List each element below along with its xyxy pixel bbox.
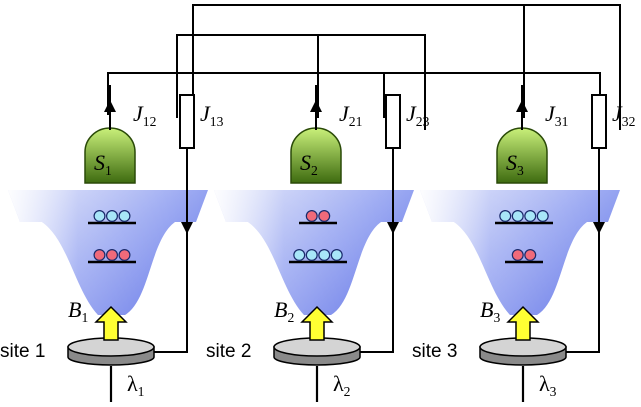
coupling-label-right-main: J xyxy=(406,101,417,126)
particle-red xyxy=(118,249,131,262)
lambda-label: λ3 xyxy=(539,371,557,399)
particle-cyan xyxy=(93,210,106,223)
coupling-label-left-main: J xyxy=(545,101,556,126)
field-label-main: B xyxy=(480,297,493,322)
coupling-label-left: J12 xyxy=(133,101,157,129)
particle-red xyxy=(511,249,524,262)
feedback-arrow-icon xyxy=(593,222,605,234)
particle-cyan xyxy=(318,249,331,262)
coupling-label-left-sub: 12 xyxy=(143,114,157,129)
particle-cyan xyxy=(330,249,343,262)
sensor-label-main: S xyxy=(506,150,517,175)
field-label-sub: 3 xyxy=(493,310,500,325)
field-arrow xyxy=(506,305,540,341)
particle-cyan xyxy=(305,249,318,262)
particle-cyan xyxy=(536,210,549,223)
coupling-wires xyxy=(107,4,621,133)
particle-red xyxy=(105,249,118,262)
coupling-label-left-sub: 31 xyxy=(555,114,569,129)
sensor-gate xyxy=(84,127,136,184)
particle-red xyxy=(305,210,318,223)
particle-red xyxy=(318,210,331,223)
gate-output-arrow-icon xyxy=(104,100,116,112)
coupling-label-right-main: J xyxy=(612,101,623,126)
feedback-wire xyxy=(566,148,600,353)
sensor-label-main: S xyxy=(94,150,105,175)
lambda-label: λ1 xyxy=(127,371,144,399)
particle-cyan xyxy=(118,210,131,223)
lower-level xyxy=(289,249,347,264)
sensor-label: S3 xyxy=(506,150,524,178)
sensor-label-main: S xyxy=(300,150,311,175)
particle-cyan xyxy=(499,210,512,223)
coupling-box xyxy=(591,94,607,149)
particle-cyan xyxy=(511,210,524,223)
sensor-label-sub: 2 xyxy=(311,163,318,178)
site-label: site 3 xyxy=(412,341,457,362)
sensor-gate xyxy=(290,127,342,184)
sensor-label-sub: 3 xyxy=(517,163,524,178)
sensor-label-sub: 1 xyxy=(105,163,112,178)
coupling-label-right-sub: 23 xyxy=(416,114,430,129)
gate-output-arrow-icon xyxy=(310,100,322,112)
coupling-label-left-main: J xyxy=(339,101,350,126)
lambda-label-sub: 3 xyxy=(550,384,557,399)
upper-level xyxy=(88,210,136,225)
lower-level xyxy=(88,249,136,264)
lambda-label: λ2 xyxy=(333,371,351,399)
wire-bus-middle xyxy=(176,34,426,130)
upper-level xyxy=(299,210,337,225)
upper-level xyxy=(495,210,553,225)
field-label-sub: 2 xyxy=(287,310,294,325)
coupling-label-right: J13 xyxy=(200,101,224,129)
site-label: site 1 xyxy=(0,341,45,362)
coupling-label-right-sub: 13 xyxy=(210,114,224,129)
feedback-arrow-icon xyxy=(387,222,399,234)
lambda-label-main: λ xyxy=(539,371,550,396)
lower-level xyxy=(505,249,543,264)
coupling-label-right-sub: 32 xyxy=(622,114,636,129)
particle-red xyxy=(93,249,106,262)
particle-red xyxy=(524,249,537,262)
coupling-label-right: J23 xyxy=(406,101,430,129)
coupling-box xyxy=(179,94,195,149)
site-label: site 2 xyxy=(206,341,251,362)
sensor-label: S2 xyxy=(300,150,318,178)
lambda-label-main: λ xyxy=(333,371,344,396)
particle-cyan xyxy=(293,249,306,262)
lambda-label-sub: 2 xyxy=(344,384,351,399)
field-label: B3 xyxy=(480,297,500,325)
lambda-label-sub: 1 xyxy=(138,384,145,399)
particle-cyan xyxy=(524,210,537,223)
coupling-label-left-sub: 21 xyxy=(349,114,363,129)
feedback-wire xyxy=(360,148,394,353)
field-label: B1 xyxy=(68,297,88,325)
field-label: B2 xyxy=(274,297,294,325)
field-arrow xyxy=(94,305,128,341)
field-label-sub: 1 xyxy=(81,310,88,325)
feedback-arrow-icon xyxy=(181,222,193,234)
coupling-label-right: J32 xyxy=(612,101,636,129)
lambda-label-main: λ xyxy=(127,371,138,396)
coupling-label-left-main: J xyxy=(133,101,144,126)
coupling-label-left: J31 xyxy=(545,101,568,129)
sensor-label: S1 xyxy=(94,150,112,178)
coupling-label-right-main: J xyxy=(200,101,211,126)
field-arrow xyxy=(300,305,334,341)
feedback-wire xyxy=(154,148,188,353)
sensor-gate xyxy=(496,127,548,184)
coupling-box xyxy=(385,94,401,149)
coupling-label-left: J21 xyxy=(339,101,362,129)
particle-cyan xyxy=(105,210,118,223)
wire-bus-top xyxy=(192,4,621,133)
field-label-main: B xyxy=(68,297,81,322)
field-label-main: B xyxy=(274,297,287,322)
gate-output-arrow-icon xyxy=(516,100,528,112)
